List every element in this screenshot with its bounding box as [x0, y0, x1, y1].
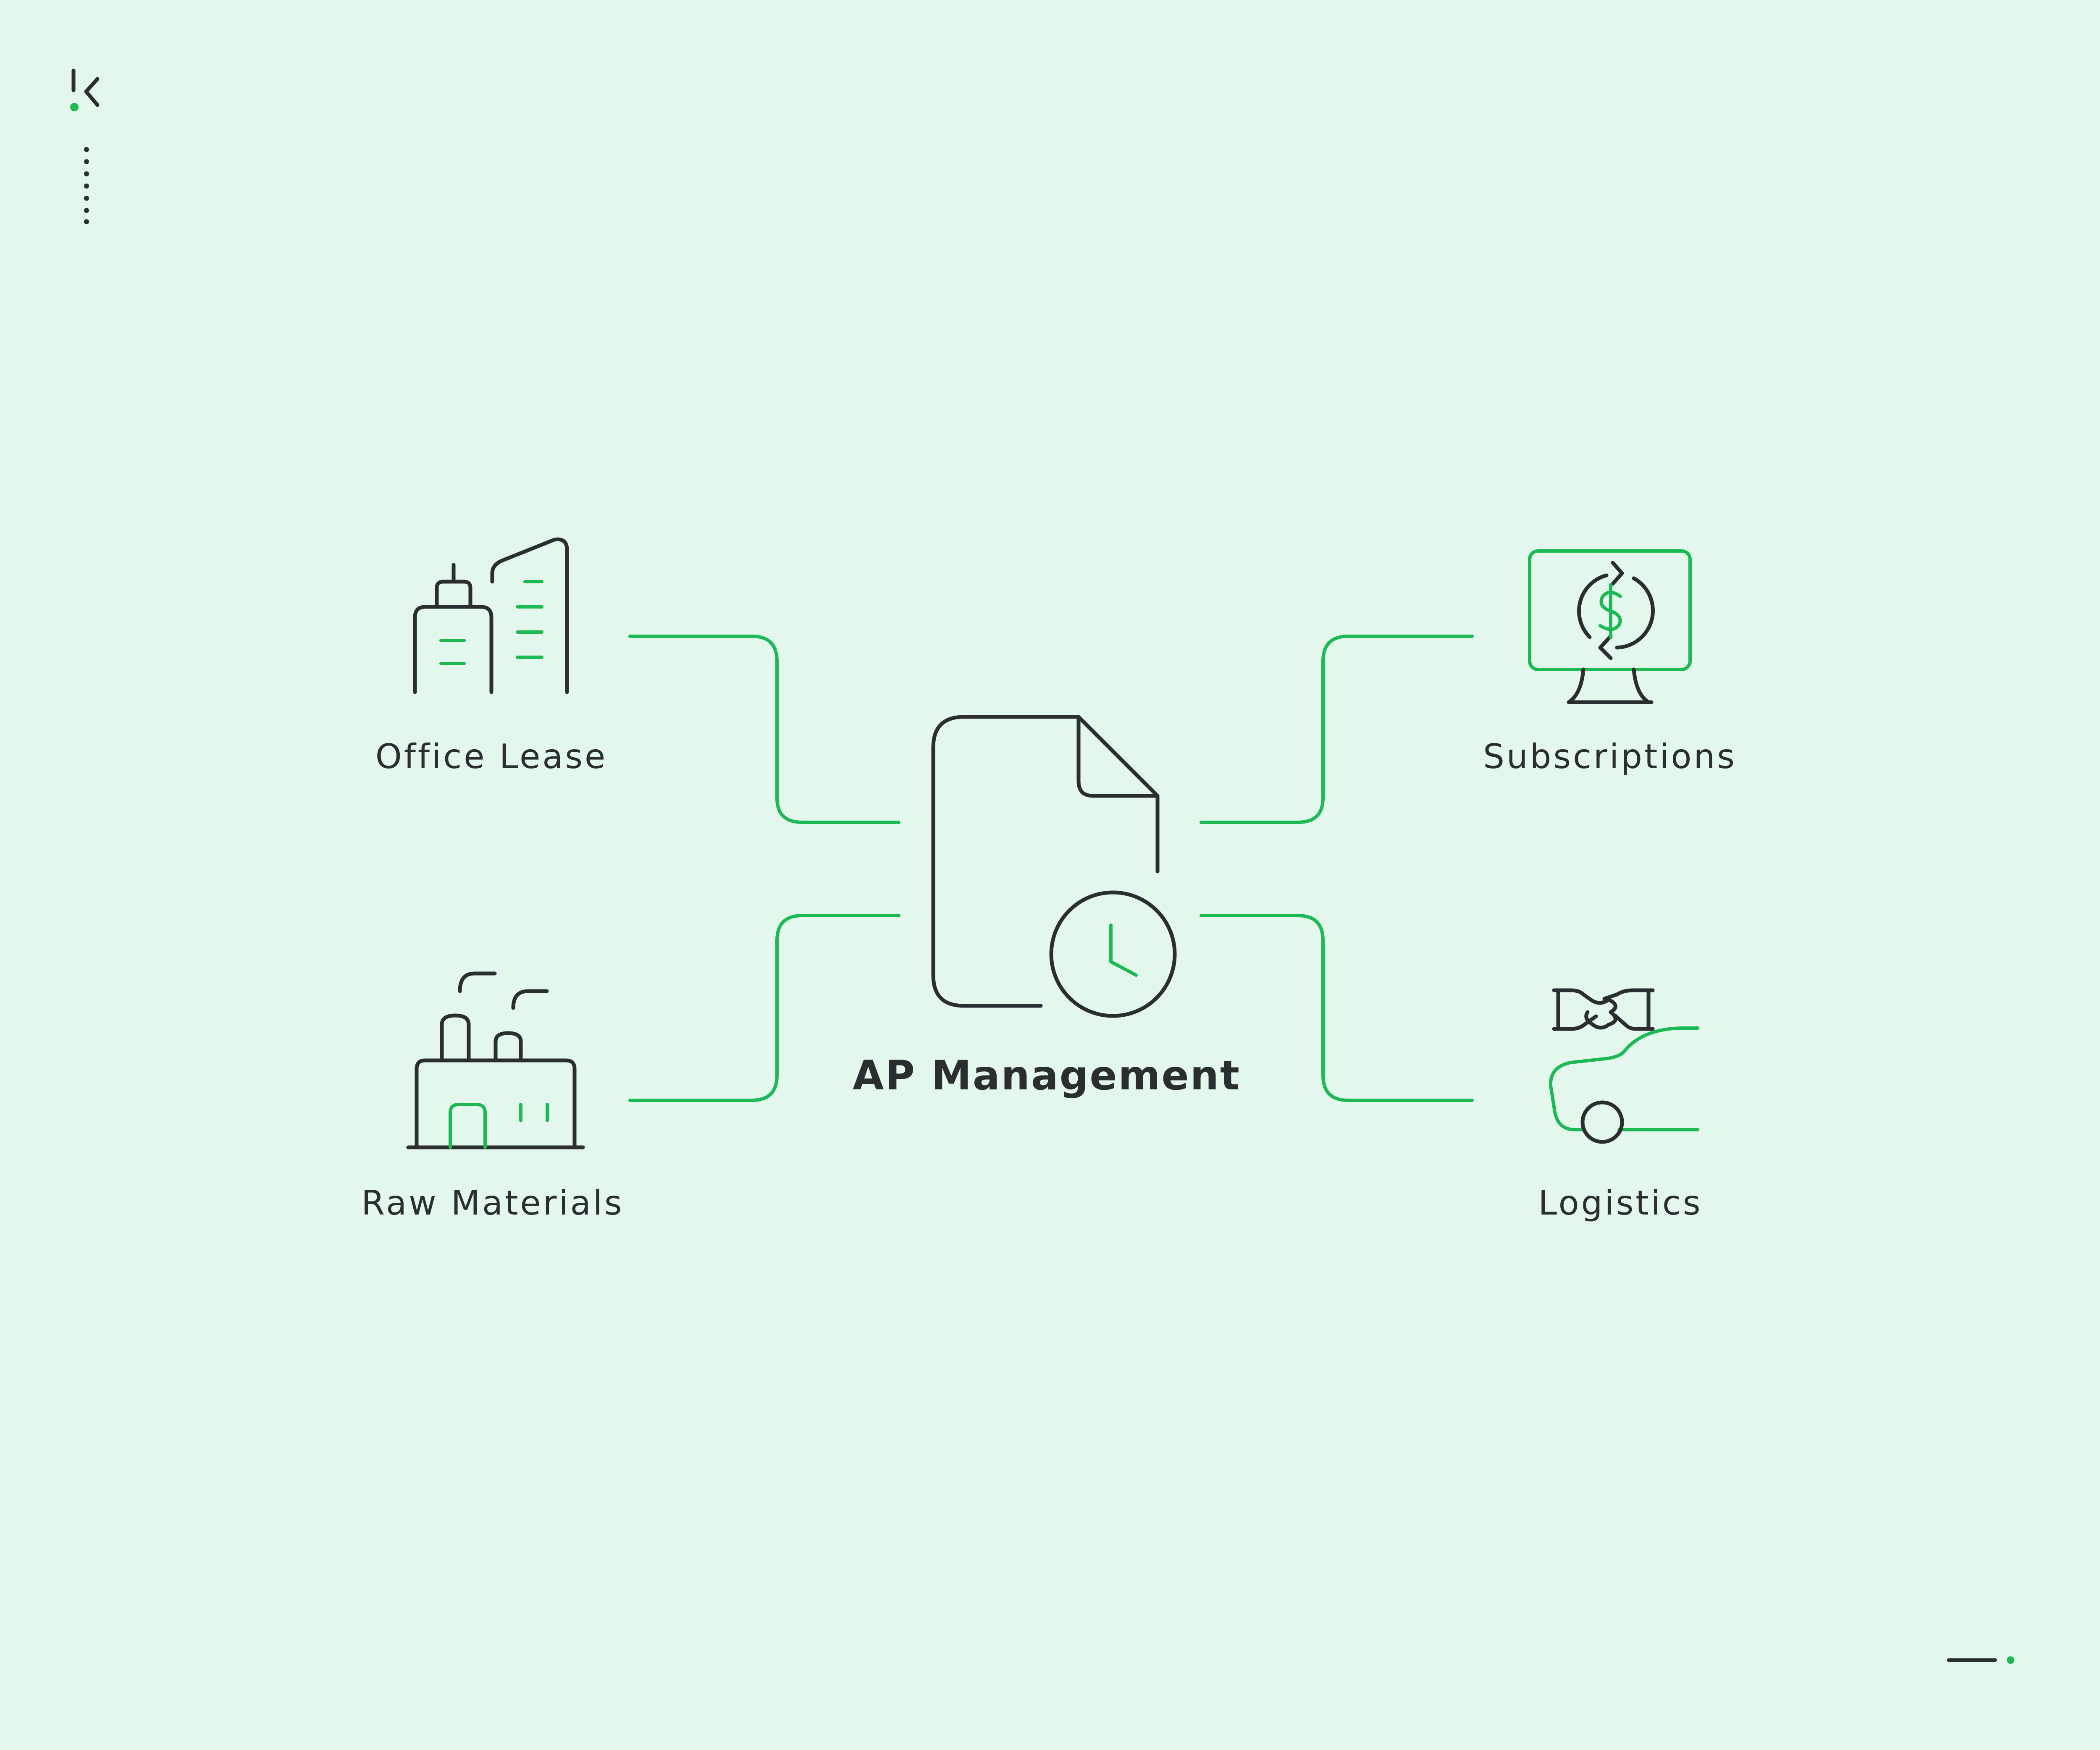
factory-icon — [406, 971, 585, 1149]
connector-logistics — [1200, 914, 1474, 1102]
footer-decoration-icon — [1947, 1656, 2014, 1664]
connector-subscriptions — [1200, 635, 1474, 824]
handshake-car-icon — [1549, 988, 1699, 1144]
connector-office-lease — [628, 635, 900, 824]
monitor-dollar-refresh-icon — [1528, 549, 1692, 704]
brand-logo-icon — [70, 68, 100, 111]
node-label-logistics: Logistics — [1538, 1183, 1703, 1223]
center-label: AP Management — [853, 1052, 1241, 1099]
node-label-subscriptions: Subscriptions — [1483, 737, 1737, 776]
connector-raw-materials — [628, 914, 900, 1102]
document-clock-icon — [931, 715, 1177, 1018]
dotted-divider-icon — [84, 147, 89, 224]
node-label-office-lease: Office Lease — [375, 737, 608, 776]
buildings-icon — [413, 537, 569, 694]
node-label-raw-materials: Raw Materials — [361, 1183, 624, 1223]
